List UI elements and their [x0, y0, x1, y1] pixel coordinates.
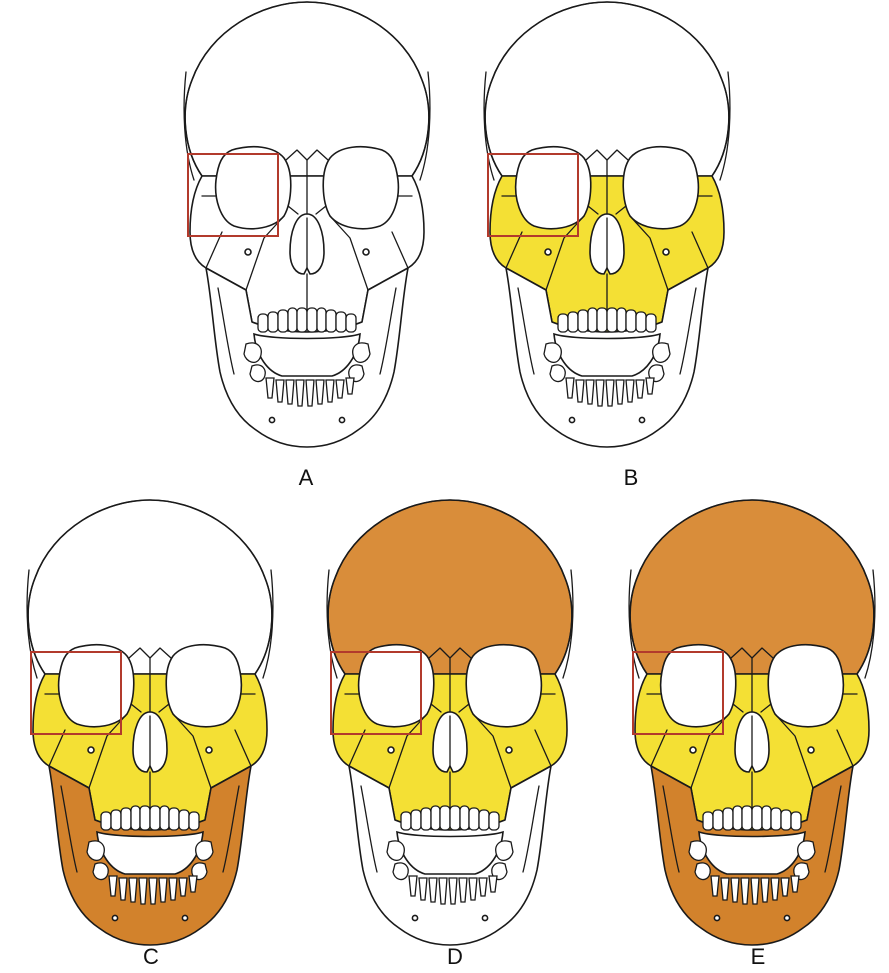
panel-label: D [425, 944, 485, 970]
skull [184, 2, 430, 447]
skull [484, 2, 730, 447]
left-orbit [768, 645, 843, 727]
panel-label: A [276, 465, 336, 491]
left-orbit [623, 147, 698, 229]
upper-teeth [558, 308, 656, 332]
panel-e [607, 498, 889, 948]
cranium-region [485, 2, 729, 176]
skull-diagram [607, 498, 889, 948]
panel-label: B [601, 465, 661, 491]
skull-diagram [162, 0, 452, 450]
upper-teeth [401, 806, 499, 830]
upper-teeth [258, 308, 356, 332]
cranium-region [328, 500, 572, 674]
panel-label: C [121, 944, 181, 970]
right-orbit [216, 147, 291, 229]
left-orbit [166, 645, 241, 727]
panel-a [162, 0, 452, 450]
right-orbit [661, 645, 736, 727]
skull [27, 500, 273, 945]
right-orbit [516, 147, 591, 229]
panel-c [5, 498, 295, 948]
upper-teeth [703, 806, 801, 830]
skull [629, 500, 875, 945]
left-orbit [466, 645, 541, 727]
panel-b [462, 0, 752, 450]
upper-teeth [101, 806, 199, 830]
cranium-region [630, 500, 874, 674]
left-orbit [323, 147, 398, 229]
skull [327, 500, 573, 945]
skull-diagram [5, 498, 295, 948]
skull-diagram [305, 498, 595, 948]
panel-d [305, 498, 595, 948]
cranium-region [185, 2, 429, 176]
cranium-region [28, 500, 272, 674]
right-orbit [359, 645, 434, 727]
panel-label: E [728, 944, 788, 970]
right-orbit [59, 645, 134, 727]
skull-diagram [462, 0, 752, 450]
